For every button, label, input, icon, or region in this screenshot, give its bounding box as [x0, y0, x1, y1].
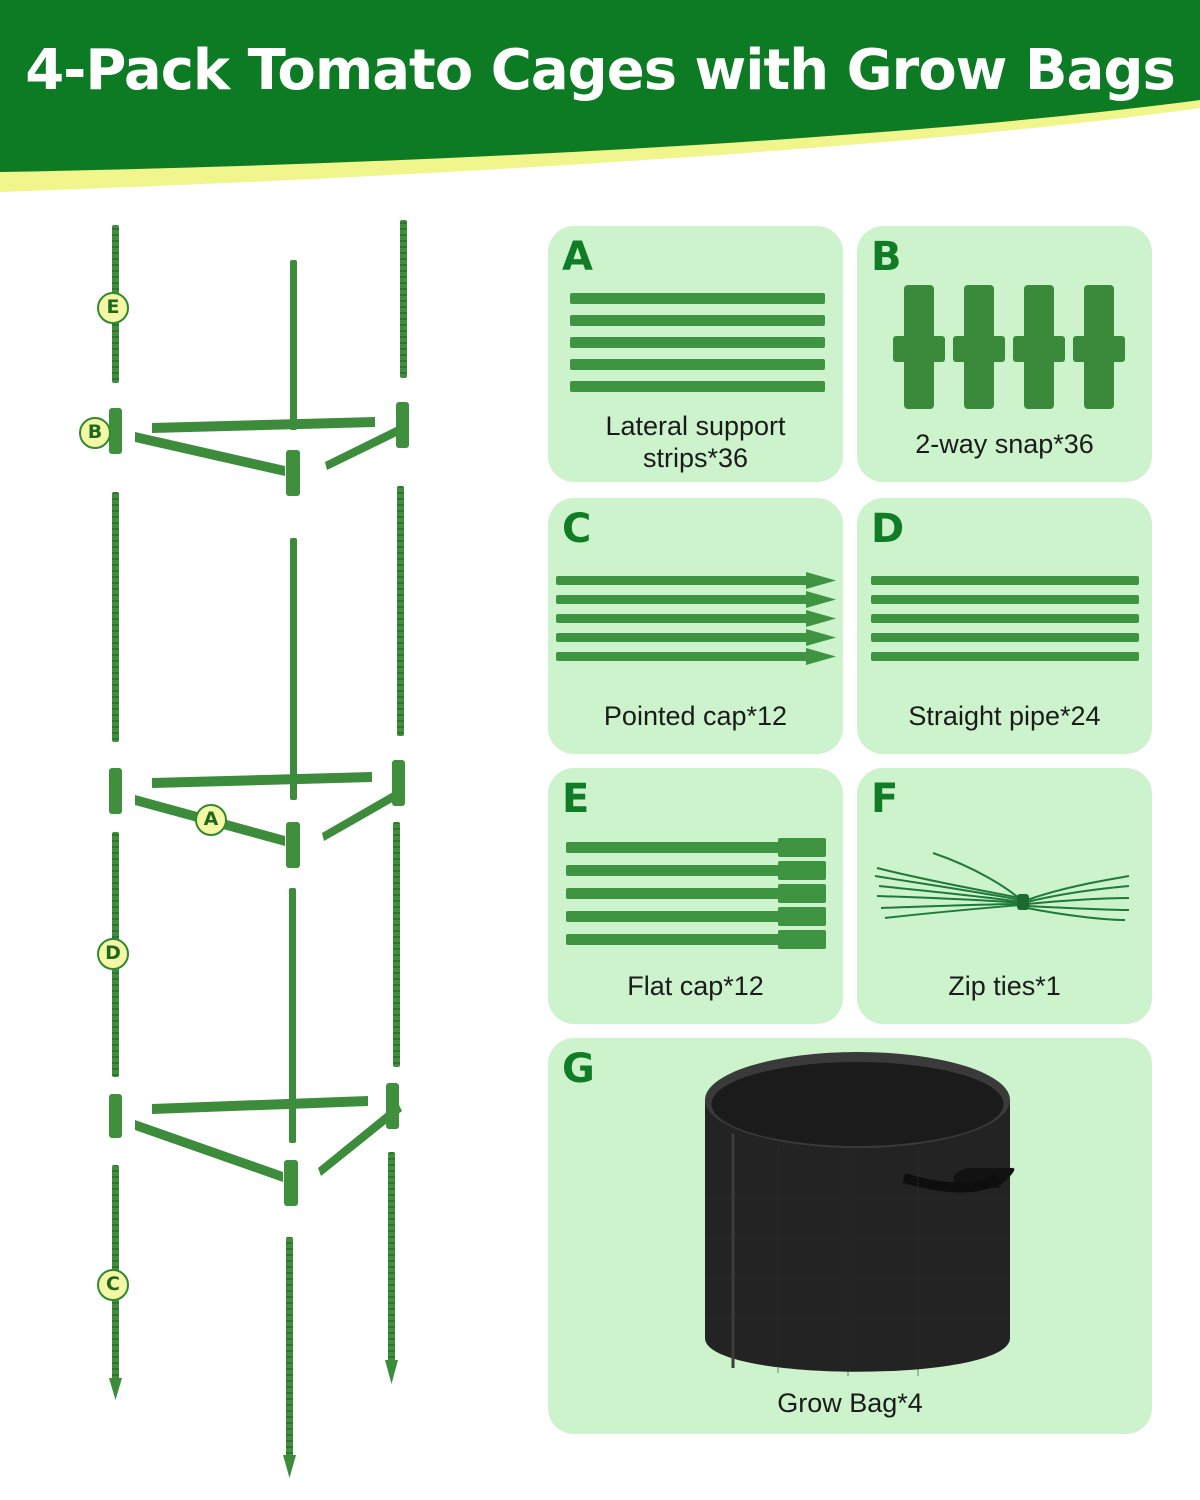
card-letter-g: G — [562, 1046, 595, 1092]
marker-b: B — [79, 417, 111, 449]
card-label-b: 2-way snap*36 — [915, 429, 1094, 459]
card-letter-e: E — [562, 776, 590, 822]
card-label-g: Grow Bag*4 — [777, 1388, 923, 1418]
card-letter-a: A — [562, 234, 593, 280]
part-card-f: F Zip ties*1 — [857, 768, 1152, 1024]
part-card-c: C Pointed cap*12 — [548, 498, 843, 754]
page-title: 4-Pack Tomato Cages with Grow Bags — [25, 38, 1176, 103]
header-background — [0, 0, 1200, 192]
marker-e: E — [97, 292, 129, 324]
lower-ring — [109, 1083, 402, 1206]
snap-connectors-image — [893, 285, 1125, 409]
marker-a: A — [195, 804, 227, 836]
card-label-c: Pointed cap*12 — [603, 701, 788, 731]
middle-stakes — [112, 486, 404, 800]
card-letter-d: D — [871, 506, 905, 552]
card-label-d: Straight pipe*24 — [908, 701, 1101, 731]
card-label-e: Flat cap*12 — [627, 971, 764, 1001]
lower-stakes — [112, 822, 400, 1143]
card-label-f: Zip ties*1 — [948, 971, 1061, 1001]
zip-ties-image — [874, 852, 1130, 921]
grow-bag-image — [705, 1052, 1015, 1376]
part-card-a: A Lateral support strips*36 — [548, 226, 843, 482]
pointed-bottom-stakes — [109, 1152, 398, 1478]
top-ring — [109, 402, 409, 496]
card-label-a: Lateral support strips*36 — [605, 411, 786, 473]
middle-ring — [109, 760, 405, 868]
header-banner: 4-Pack Tomato Cages with Grow Bags — [0, 0, 1200, 200]
marker-d: D — [97, 938, 129, 970]
cage-assembly-diagram — [109, 220, 409, 1478]
pointed-caps-image — [556, 572, 836, 665]
card-letter-b: B — [871, 234, 902, 280]
lateral-strips-image — [570, 293, 825, 392]
straight-pipes-image — [871, 576, 1139, 661]
part-card-e: E Flat cap*12 — [548, 768, 843, 1024]
card-letter-c: C — [562, 506, 592, 552]
card-letter-f: F — [871, 776, 899, 822]
flat-caps-image — [566, 838, 826, 949]
top-stakes — [112, 220, 407, 430]
part-card-b: B 2-way snap*36 — [857, 226, 1152, 482]
marker-c: C — [97, 1269, 129, 1301]
part-card-d: D Straight pipe*24 — [857, 498, 1152, 754]
part-card-g: G Grow Bag*4 — [548, 1038, 1152, 1434]
